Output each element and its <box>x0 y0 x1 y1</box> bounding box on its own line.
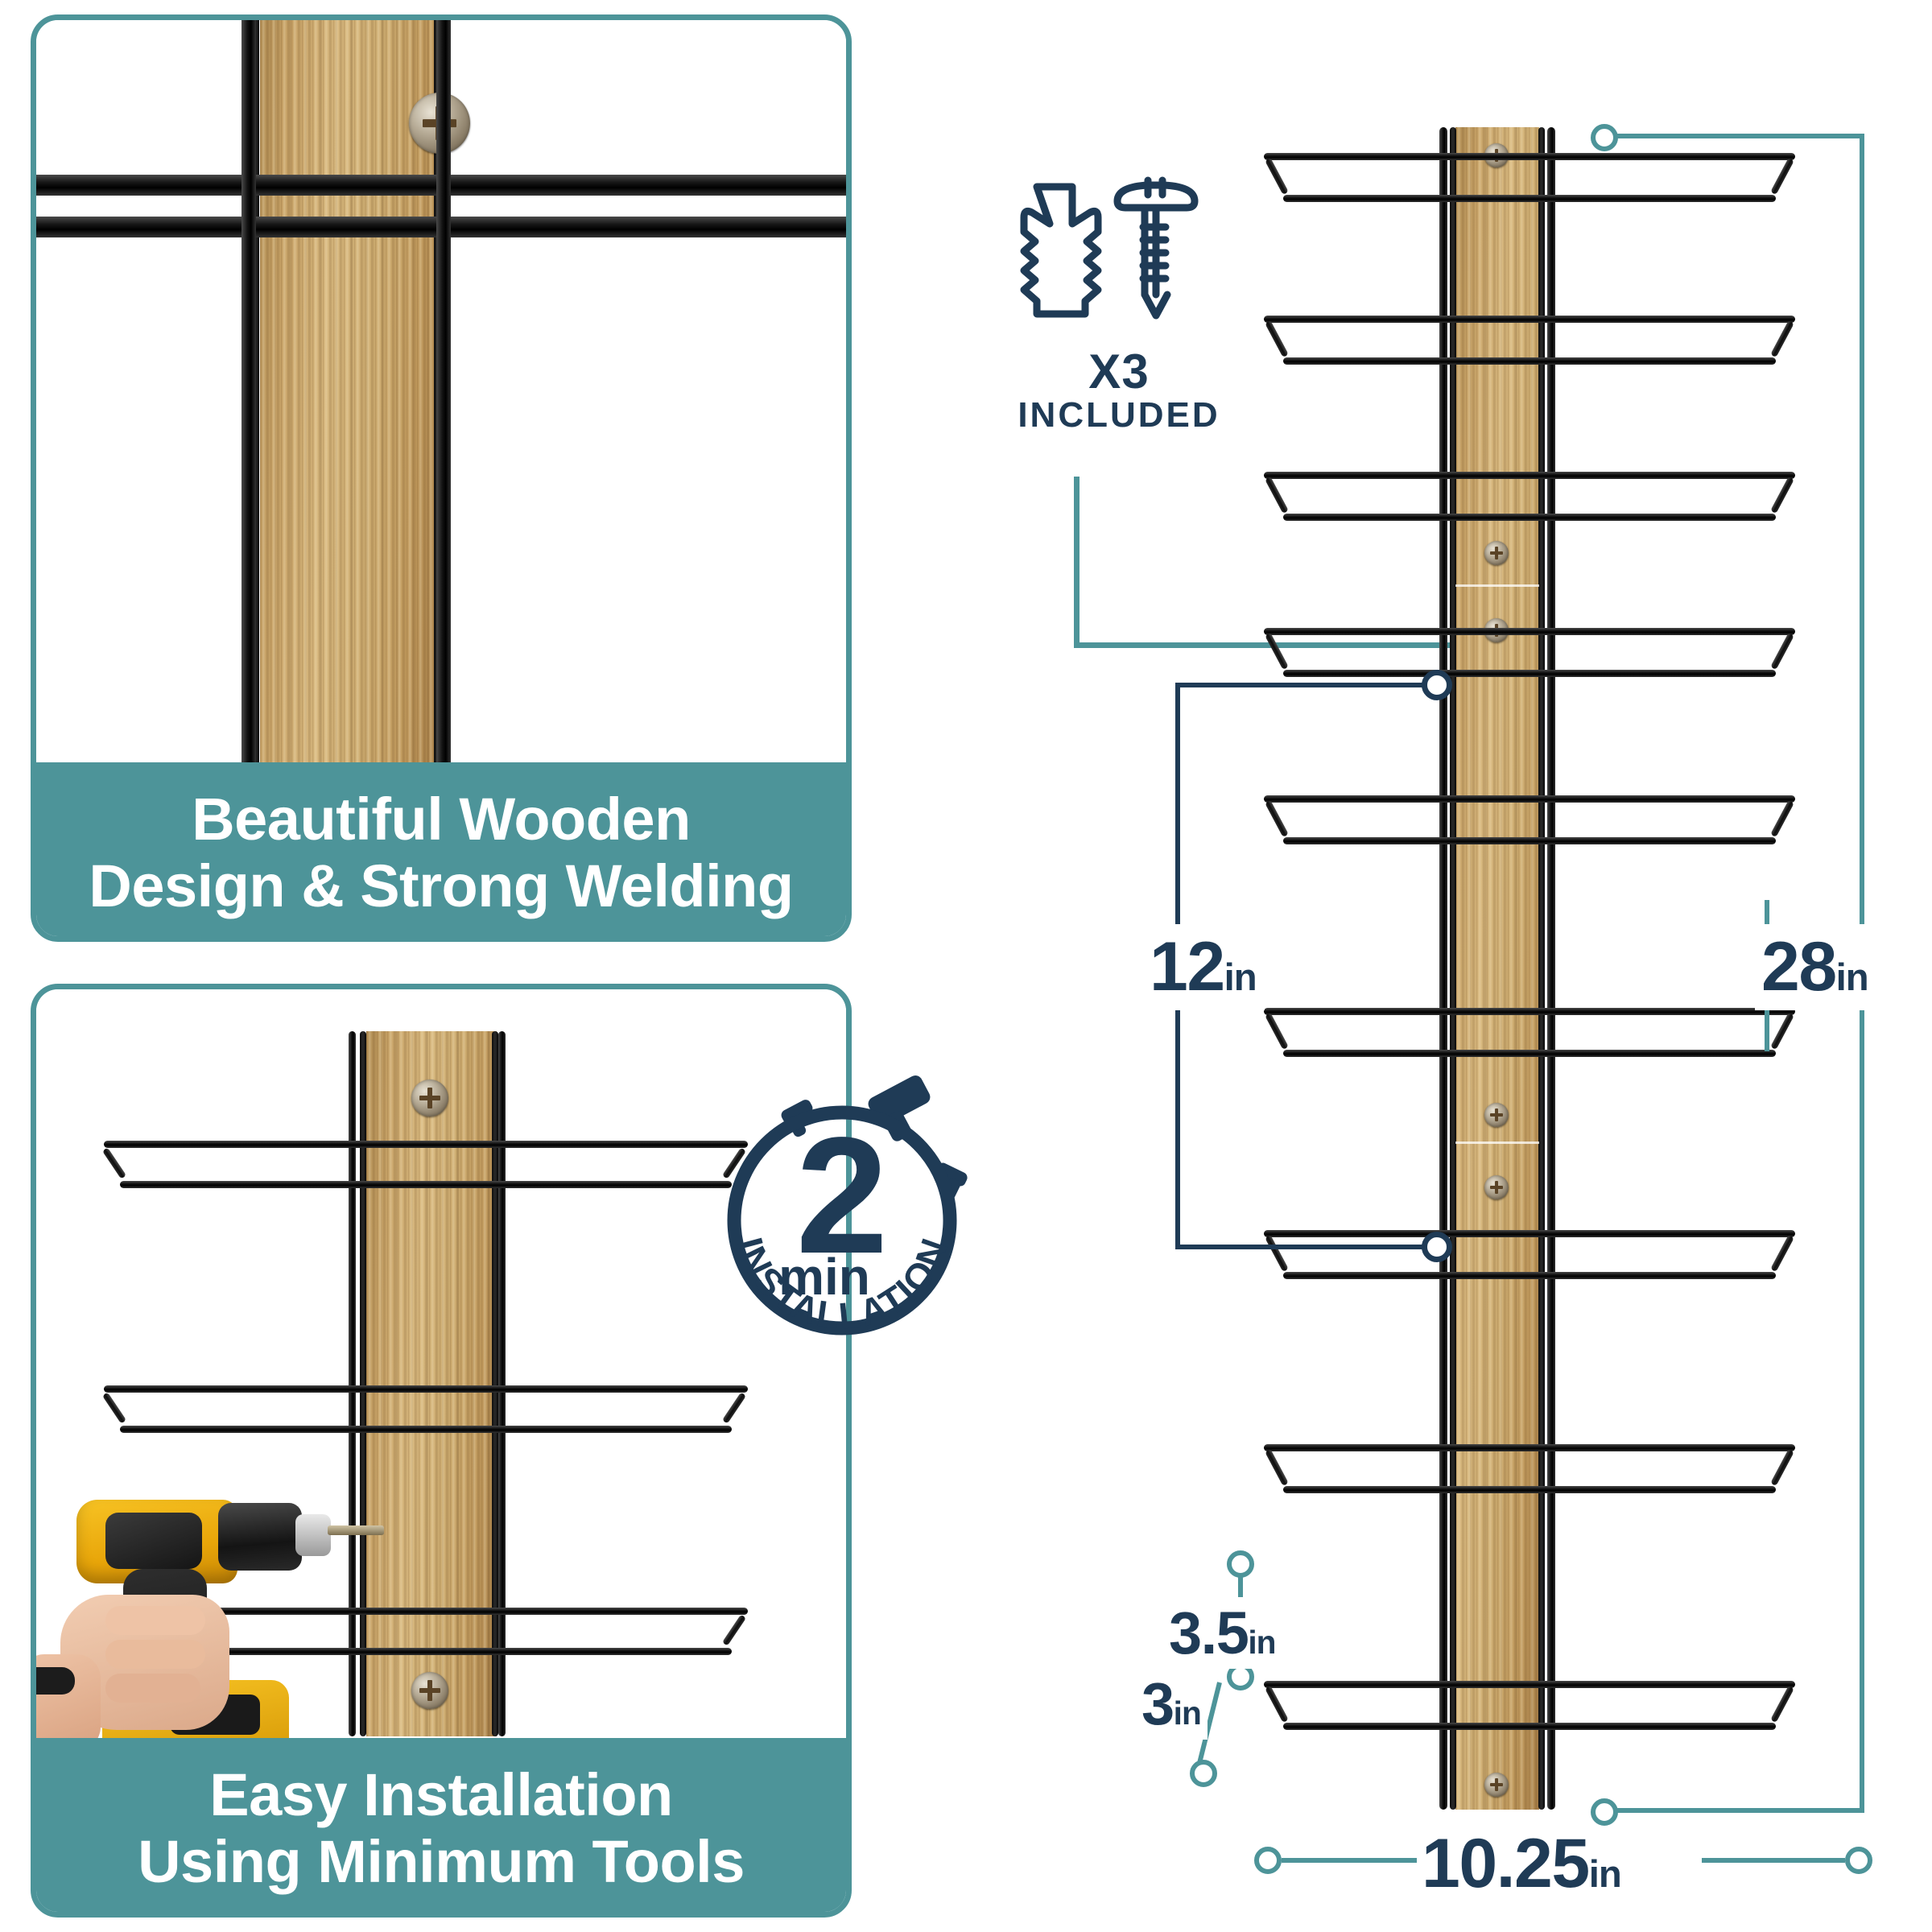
shelf-2 <box>86 1385 762 1434</box>
dim-12in-lower-leader <box>1175 1245 1433 1249</box>
dim-width-right-dot <box>1845 1847 1872 1874</box>
board-screw-6 <box>1484 1773 1509 1797</box>
dim-12in-value: 12 <box>1150 928 1225 1005</box>
product-shelf-5 <box>1240 795 1819 845</box>
product-shelf-1 <box>1240 153 1819 203</box>
dim-28in-vertical-lower <box>1860 1005 1864 1813</box>
installation-time-badge: 2 min INSTALLATION <box>697 1053 987 1351</box>
board-screw-4 <box>1484 1103 1509 1127</box>
badge-unit: min <box>778 1248 870 1306</box>
product-shelf-3 <box>1240 472 1819 522</box>
dim-12in-lower-dot <box>1422 1232 1452 1262</box>
dim-28in-tick-lower <box>1765 1005 1769 1051</box>
product-board-edge-left <box>1450 127 1456 1810</box>
dim-width-left-line <box>1282 1858 1417 1863</box>
dim-28in-top-leader <box>1616 134 1864 138</box>
hardware-quantity-block: X3 INCLUDED <box>990 346 1248 434</box>
wire-rail-right <box>436 20 451 777</box>
dim-28in-tick-upper <box>1765 900 1769 947</box>
dim-28in-label: 28in <box>1755 924 1875 1010</box>
dim-width-label: 10.25in <box>1422 1824 1622 1904</box>
board-screw-5 <box>1484 1175 1509 1199</box>
dim-12in-upper-dot <box>1422 670 1452 700</box>
panel-easy-installation-caption: Easy Installation Using Minimum Tools <box>36 1738 846 1912</box>
product-shelf-8 <box>1240 1444 1819 1494</box>
stopwatch-badge-graphic: 2 min INSTALLATION <box>727 1075 968 1337</box>
dim-28in-unit: in <box>1835 956 1869 999</box>
caption-line-1: Easy Installation <box>209 1761 673 1828</box>
product-wood-board <box>1455 127 1539 1810</box>
dim-28in-bottom-leader <box>1616 1808 1864 1813</box>
dim-width-left-dot <box>1254 1847 1282 1874</box>
mounting-screw-top <box>411 1080 448 1117</box>
panel-wooden-design-caption: Beautiful Wooden Design & Strong Welding <box>36 762 846 936</box>
wood-board <box>260 20 439 777</box>
product-rack <box>1240 113 1852 1819</box>
dim-28in-top-dot <box>1591 124 1618 151</box>
board-edge-left-small <box>360 1031 366 1736</box>
panel-easy-installation: Easy Installation Using Minimum Tools <box>31 984 852 1918</box>
shelf-3 <box>86 1608 762 1656</box>
wood-board-small <box>366 1031 497 1736</box>
mounting-screw-bottom <box>411 1672 448 1709</box>
board-edge-right-small <box>492 1031 498 1736</box>
dim-3_5in-unit: in <box>1248 1624 1276 1661</box>
shelf-1 <box>86 1141 762 1189</box>
dim-width-unit: in <box>1588 1853 1622 1896</box>
dim-12in-upper-leader <box>1175 683 1433 687</box>
product-shelf-4 <box>1240 628 1819 678</box>
hardware-icons <box>1020 176 1199 320</box>
caption-line-1: Beautiful Wooden <box>192 786 691 852</box>
hardware-quantity: X3 <box>1088 345 1150 398</box>
dim-3in-label: 3in <box>1135 1668 1208 1740</box>
screw-head-icon <box>1113 181 1199 212</box>
board-screw-2 <box>1484 541 1509 565</box>
dim-3in-bottom-dot <box>1190 1760 1217 1787</box>
wire-rail-right-small <box>498 1031 506 1736</box>
easy-installation-photo <box>36 989 846 1752</box>
dim-3in-value: 3 <box>1141 1670 1174 1737</box>
wall-anchor-icon <box>1020 183 1102 318</box>
product-shelf-2 <box>1240 316 1819 365</box>
board-joint-lower <box>1455 1141 1539 1144</box>
product-shelf-9 <box>1240 1681 1819 1731</box>
wire-rail-left-small <box>349 1031 356 1736</box>
product-shelf-6 <box>1240 1008 1819 1058</box>
dim-3_5in-label: 3.5in <box>1162 1597 1282 1669</box>
caption-line-2: Design & Strong Welding <box>89 852 794 919</box>
dim-3in-unit: in <box>1173 1695 1202 1732</box>
panel-wooden-design: Beautiful Wooden Design & Strong Welding <box>31 14 852 942</box>
dim-28in-value: 28 <box>1761 928 1837 1005</box>
product-rail-right <box>1547 127 1555 1810</box>
product-shelf-7 <box>1240 1230 1819 1280</box>
badge-number: 2 <box>796 1103 889 1288</box>
product-board-edge-right <box>1538 127 1545 1810</box>
dim-width-value: 10.25 <box>1422 1825 1590 1902</box>
dim-28in-vertical <box>1860 134 1864 942</box>
dim-12in-label: 12in <box>1141 924 1265 1010</box>
hardware-included-label: INCLUDED <box>1018 395 1220 435</box>
board-joint-upper <box>1455 584 1539 587</box>
product-rail-left <box>1439 127 1447 1810</box>
dim-width-right-line <box>1702 1858 1845 1863</box>
hardware-callout: X3 INCLUDED <box>990 167 1248 457</box>
dim-3_5in-value: 3.5 <box>1169 1600 1249 1666</box>
dim-28in-bottom-dot <box>1591 1798 1618 1826</box>
wire-rail-left <box>242 20 256 777</box>
caption-line-2: Using Minimum Tools <box>138 1827 745 1895</box>
wooden-design-photo <box>36 20 846 777</box>
hardware-leader-vertical <box>1074 477 1080 647</box>
hand-with-drill <box>36 1472 390 1752</box>
dim-12in-unit: in <box>1224 956 1257 999</box>
